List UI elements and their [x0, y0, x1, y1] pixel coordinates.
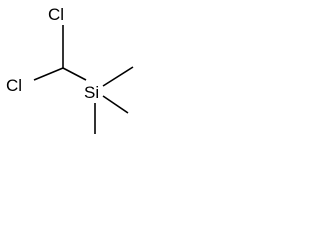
bond-si-methyl-right: [102, 66, 134, 87]
molecule-drawing: Cl Cl Si: [6, 5, 134, 134]
bond-si-methyl-lower-right: [102, 95, 129, 114]
bond-c-cl-left: [33, 67, 64, 81]
atom-label-cl-top: Cl: [48, 5, 64, 24]
molecule-structure: Cl Cl Si: [0, 0, 143, 137]
atom-label-cl-left: Cl: [6, 76, 22, 95]
atom-label-si: Si: [84, 83, 99, 102]
bond-c-si: [62, 67, 87, 81]
